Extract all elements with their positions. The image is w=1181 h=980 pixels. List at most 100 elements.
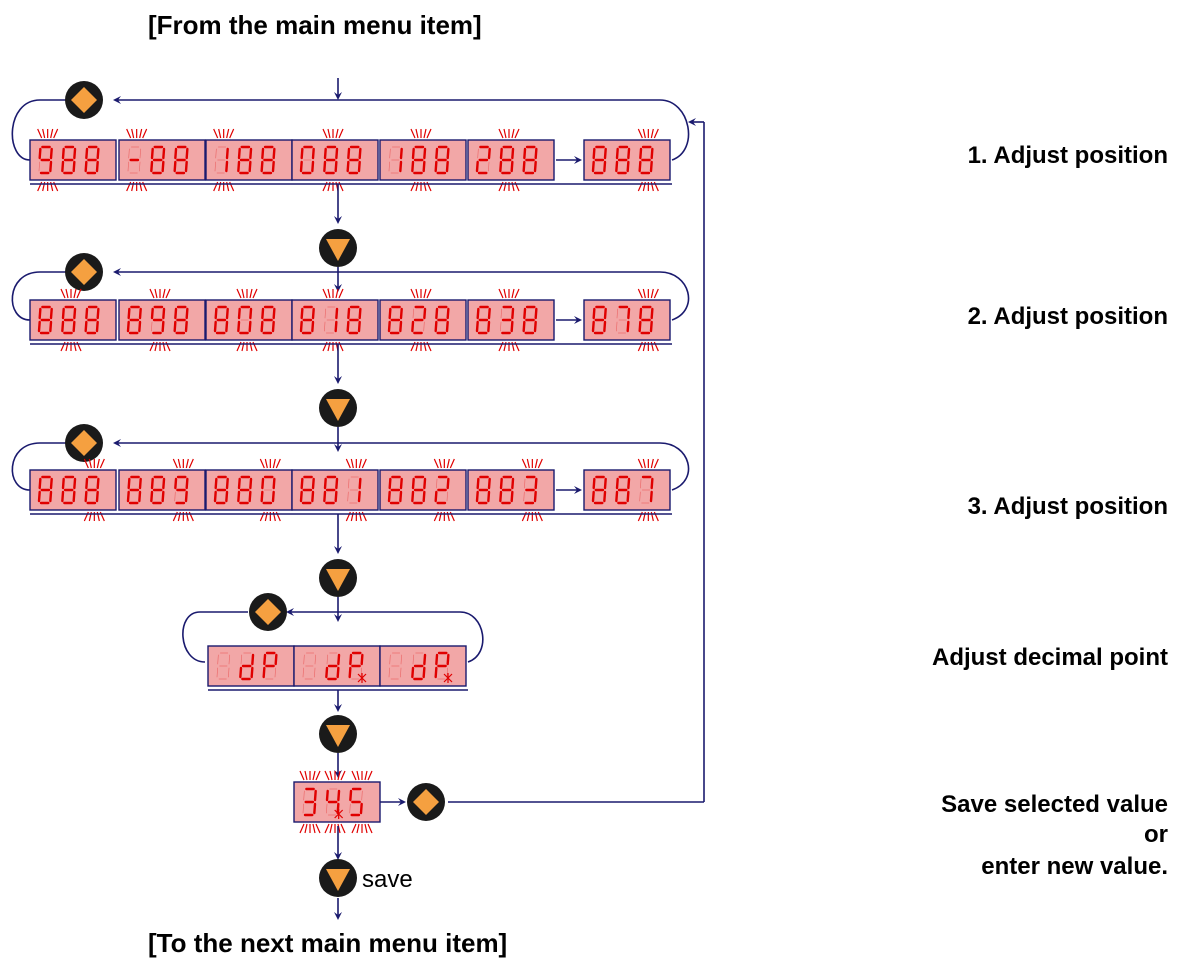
blink-ray xyxy=(534,458,538,469)
segment xyxy=(334,160,338,173)
segment xyxy=(499,321,502,332)
segment xyxy=(96,147,100,160)
display-1-1 xyxy=(29,128,117,192)
digit-2 xyxy=(84,305,100,335)
display-save xyxy=(293,770,381,834)
segment xyxy=(213,320,217,333)
display-1-5 xyxy=(379,128,467,192)
blink-ray xyxy=(511,288,515,299)
segment xyxy=(422,490,426,503)
step-1-label: 1. Adjust position xyxy=(967,142,1168,169)
segment xyxy=(174,147,178,160)
segment xyxy=(399,307,403,320)
segment xyxy=(399,320,403,333)
segment xyxy=(337,653,341,666)
segment xyxy=(476,477,480,490)
segment xyxy=(487,147,491,160)
segment xyxy=(487,161,490,172)
blink-indicator-icon xyxy=(126,128,148,139)
segment xyxy=(274,653,278,666)
blink-ray xyxy=(162,288,166,299)
down-triangle-button-icon xyxy=(319,229,357,267)
diamond-glyph xyxy=(71,87,97,113)
blink-ray xyxy=(361,458,367,469)
blink-indicator-icon xyxy=(83,458,105,469)
segment xyxy=(184,320,188,333)
segment xyxy=(411,320,415,333)
segment xyxy=(511,147,515,160)
blink-ray xyxy=(350,458,354,469)
segment xyxy=(150,490,154,503)
digit-2 xyxy=(434,145,450,175)
diamond-button-icon xyxy=(65,81,103,119)
segment xyxy=(616,308,619,319)
segment xyxy=(336,666,340,679)
segment xyxy=(357,490,361,503)
digit-1 xyxy=(615,145,631,175)
segment xyxy=(225,320,229,333)
digit-2 xyxy=(522,305,538,335)
segment xyxy=(260,490,264,503)
segment xyxy=(649,160,653,173)
segment xyxy=(217,654,219,665)
display-3-7 xyxy=(583,458,671,522)
segment xyxy=(615,147,619,160)
blink-ray xyxy=(315,770,321,781)
segment xyxy=(95,490,99,503)
blink-indicator-icon xyxy=(259,458,281,469)
segment xyxy=(357,320,361,333)
segment xyxy=(388,161,391,172)
digit-0 xyxy=(37,475,53,505)
digit-1 xyxy=(411,652,427,681)
blink-ray xyxy=(324,770,330,781)
triangle-glyph xyxy=(326,725,350,747)
segment xyxy=(37,320,41,333)
segment xyxy=(423,653,427,666)
segment xyxy=(61,490,65,503)
segment xyxy=(300,307,304,320)
segment xyxy=(591,320,595,333)
segment xyxy=(250,666,254,679)
segment xyxy=(475,320,479,333)
blink-indicator-icon xyxy=(299,770,321,781)
segment xyxy=(185,147,189,160)
blink-ray xyxy=(327,288,331,299)
segment xyxy=(311,490,315,503)
segment xyxy=(96,477,100,490)
blink-ray xyxy=(415,128,419,139)
segment xyxy=(335,477,339,490)
segment xyxy=(161,320,165,333)
diamond-glyph xyxy=(413,789,439,815)
blink-indicator-icon xyxy=(351,823,373,834)
blink-indicator-icon xyxy=(324,823,346,834)
digit-2 xyxy=(347,476,362,504)
segment xyxy=(446,653,450,666)
segment xyxy=(423,321,425,332)
blink-ray xyxy=(172,458,178,469)
digit-2 xyxy=(638,145,654,175)
blink-ray xyxy=(514,128,520,139)
segment xyxy=(237,147,241,160)
blink-indicator-icon xyxy=(236,288,258,299)
segment xyxy=(72,320,76,333)
segment xyxy=(249,307,253,320)
segment xyxy=(174,307,178,320)
segment xyxy=(347,307,351,320)
blink-ray xyxy=(177,458,181,469)
digit-0 xyxy=(302,787,317,817)
loop-return xyxy=(286,608,484,663)
blink-ray xyxy=(213,128,219,139)
blink-ray xyxy=(637,458,643,469)
segment xyxy=(422,160,426,173)
digit-1 xyxy=(323,306,339,334)
blink-ray xyxy=(99,458,105,469)
segment xyxy=(38,307,42,320)
segment xyxy=(299,320,303,333)
loop-return xyxy=(113,268,690,321)
loop-left xyxy=(11,99,66,161)
digit-2 xyxy=(346,305,362,335)
segment xyxy=(400,654,403,665)
digit-0 xyxy=(126,305,142,335)
blink-ray xyxy=(642,458,646,469)
